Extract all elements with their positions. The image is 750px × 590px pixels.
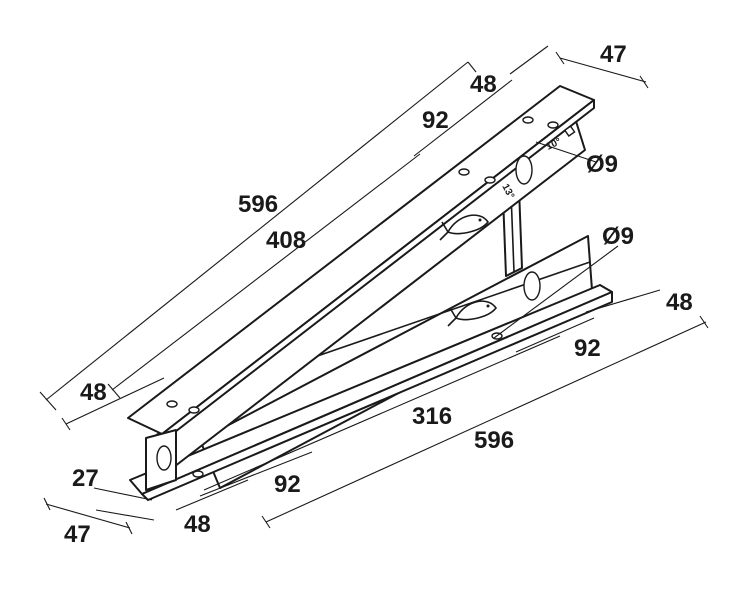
- fish-logo-icon: [439, 214, 489, 241]
- top-flange-hole: [188, 406, 200, 414]
- top-flange-hole: [547, 121, 559, 129]
- dim-bottom-front-hole-spacing: 92: [274, 471, 301, 498]
- dim-base-width: 47: [64, 521, 91, 548]
- end-profile-hole: [156, 445, 172, 471]
- dim-bottom-hole-diameter: Ø9: [602, 223, 634, 250]
- bottom-beam-hole: [192, 470, 204, 478]
- dim-top-flange-edge: 48: [470, 71, 497, 98]
- top-flange-hole: [458, 168, 470, 176]
- dim-top-end-offset: 48: [80, 379, 107, 406]
- dim-bottom-flange-edge: 48: [666, 289, 693, 316]
- diagonal-brace-edge: [299, 261, 591, 363]
- dimension-labels: 47 48 92 Ø9 596 408 48 Ø9 48 92 316 596 …: [64, 41, 693, 548]
- dim-bottom-overall-length: 596: [474, 427, 514, 454]
- dim-base-height: 27: [72, 465, 99, 492]
- dim-bottom-front-offset: 48: [184, 511, 211, 538]
- bracket-geometry: [127, 85, 613, 501]
- dim-bottom-inner-length: 316: [412, 403, 452, 430]
- dimension-lines: [39, 45, 709, 535]
- dim-top-overall-length: 596: [238, 191, 278, 218]
- dim-top-flange-width: 47: [600, 41, 627, 68]
- dim-top-hole-diameter: Ø9: [586, 151, 618, 178]
- fish-logo-icon: [447, 300, 497, 327]
- top-flange-hole: [522, 116, 534, 124]
- top-web-hole: [515, 155, 533, 185]
- brace-hole: [523, 271, 541, 301]
- dim-top-hole-spacing: 92: [422, 107, 449, 134]
- dim-top-inner-length: 408: [266, 227, 306, 254]
- top-flange-hole: [166, 400, 178, 408]
- top-flange-hole: [484, 176, 496, 184]
- square-marker: [563, 125, 576, 137]
- bottom-beam-web: [141, 291, 613, 501]
- dim-bottom-hole-spacing: 92: [574, 335, 601, 362]
